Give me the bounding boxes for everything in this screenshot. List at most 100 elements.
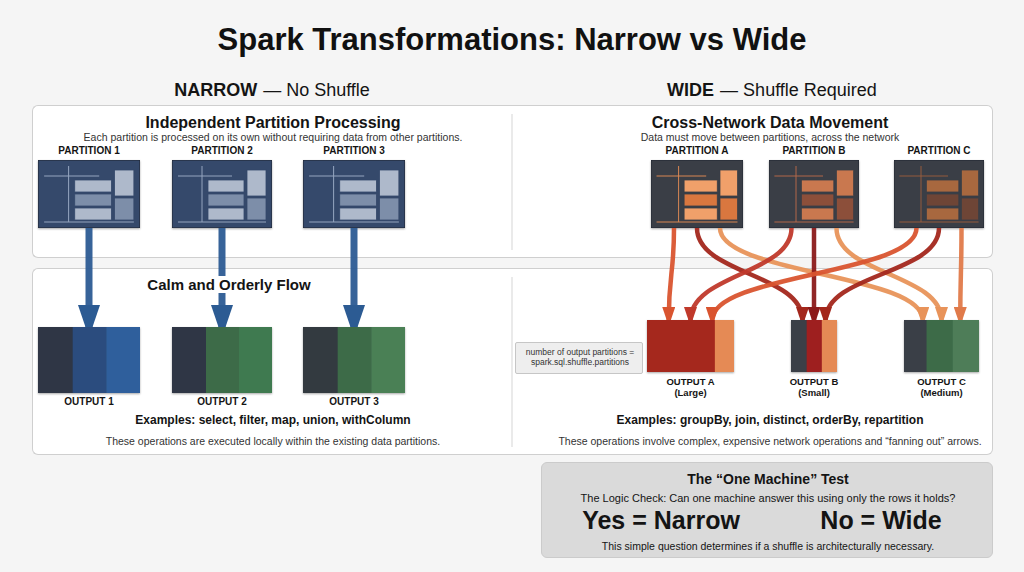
data-stripe [904,320,927,372]
grid-line [68,166,69,222]
data-block [247,170,266,196]
shuffle-arrow [697,228,803,320]
data-block [115,198,134,220]
node-text: These operations are executed locally wi… [106,435,440,447]
shuffle-arrow [826,228,940,320]
output-partition: OUTPUT 1 [38,327,140,393]
grid-line [899,176,948,177]
data-stripe [715,320,734,372]
local-flow-arrow [351,228,358,327]
section-panel: Independent Partition ProcessingEach par… [32,105,512,258]
data-block [208,180,244,192]
partition-illustration [894,160,984,228]
data-block [380,198,399,220]
grid-line [899,222,978,223]
local-flow-arrow [219,228,226,327]
data-stripe [73,327,107,393]
grid-line [657,176,707,177]
data-stripe [106,327,140,393]
section-panel: Examples: groupBy, join, distinct, order… [512,268,993,455]
node-text: These operations involve complex, expens… [558,435,981,447]
partition-illustration [38,327,140,393]
grid-line [309,176,364,177]
data-block [801,208,833,220]
data-block [962,170,979,196]
node-heading: OUTPUT C (Medium) [910,377,974,399]
data-block [247,198,266,220]
partition-illustration [303,160,405,228]
section-panel: Calm and Orderly FlowExamples: select, f… [32,268,512,455]
data-stripe [239,327,272,393]
node-text: Each partition is processed on its own w… [84,131,463,143]
note-box: number of output partitions = spark.sql.… [515,342,643,374]
partition-fill [894,160,984,228]
node-text: The Logic Check: Can one machine answer … [581,492,956,505]
node-heading: PARTITION B [782,145,845,157]
node-heading: Calm and Orderly Flow [143,276,314,293]
partition-fill [172,160,272,228]
output-partition: OUTPUT C (Medium) [904,320,979,372]
node-heading: PARTITION 1 [58,145,119,157]
heading-label: WIDE [667,80,714,100]
test-box: The “One Machine” TestThe Logic Check: C… [541,462,993,558]
data-block [380,170,399,196]
data-stripe [303,327,338,393]
section-divider [511,277,512,447]
grid-line [178,222,266,223]
grid-line [309,222,399,223]
grid-line [678,166,679,222]
grid-line [333,166,334,222]
data-stripe [822,320,837,372]
section-heading: NARROW — No Shuffle [171,80,373,101]
node-heading: OUTPUT 3 [329,396,378,408]
heading-label: NARROW [174,80,257,100]
node-text: Yes = Narrow [582,506,740,535]
node-heading: number of output partitions = spark.sql.… [519,348,641,368]
data-block [720,198,737,220]
section-panel: Cross-Network Data MovementData must mov… [512,105,993,258]
data-block [340,208,377,220]
shuffle-arrow [960,228,961,320]
data-block [75,194,112,206]
shuffle-arrow [720,228,923,320]
data-stripe [647,320,715,372]
node-heading: PARTITION 3 [323,145,384,157]
partition-fill [303,160,405,228]
node-heading: PARTITION C [907,145,970,157]
partition-illustration [172,160,272,228]
data-stripe [172,327,206,393]
data-stripe [953,320,979,372]
grid-line [796,166,797,222]
partition-illustration [38,160,140,228]
data-block [115,170,134,196]
node-text: This simple question determines if a shu… [602,540,934,552]
partition-block: PARTITION A [651,160,743,228]
output-partition: OUTPUT 3 [303,327,405,393]
node-heading: PARTITION A [666,145,729,157]
grid-line [178,176,232,177]
partition-fill [38,160,140,228]
partition-illustration [791,320,837,372]
node-heading: OUTPUT B (Small) [782,377,846,399]
partition-illustration [651,160,743,228]
node-heading: The “One Machine” Test [687,471,849,487]
data-stripe [791,320,807,372]
data-stripe [371,327,405,393]
data-block [340,180,377,192]
partition-block: PARTITION 1 [38,160,140,228]
partition-block: PARTITION B [769,160,859,228]
partition-block: PARTITION C [894,160,984,228]
data-block [208,194,244,206]
grid-line [202,166,203,222]
partition-fill [769,160,859,228]
data-block [720,170,737,196]
heading-label: — No Shuffle [263,80,370,100]
data-block [684,208,717,220]
data-block [801,180,833,192]
partition-illustration [172,327,272,393]
output-partition: OUTPUT 2 [172,327,272,393]
node-text: Data must move between partitions, acros… [641,131,900,143]
node-text: No = Wide [820,506,941,535]
node-heading: Independent Partition Processing [145,114,400,132]
